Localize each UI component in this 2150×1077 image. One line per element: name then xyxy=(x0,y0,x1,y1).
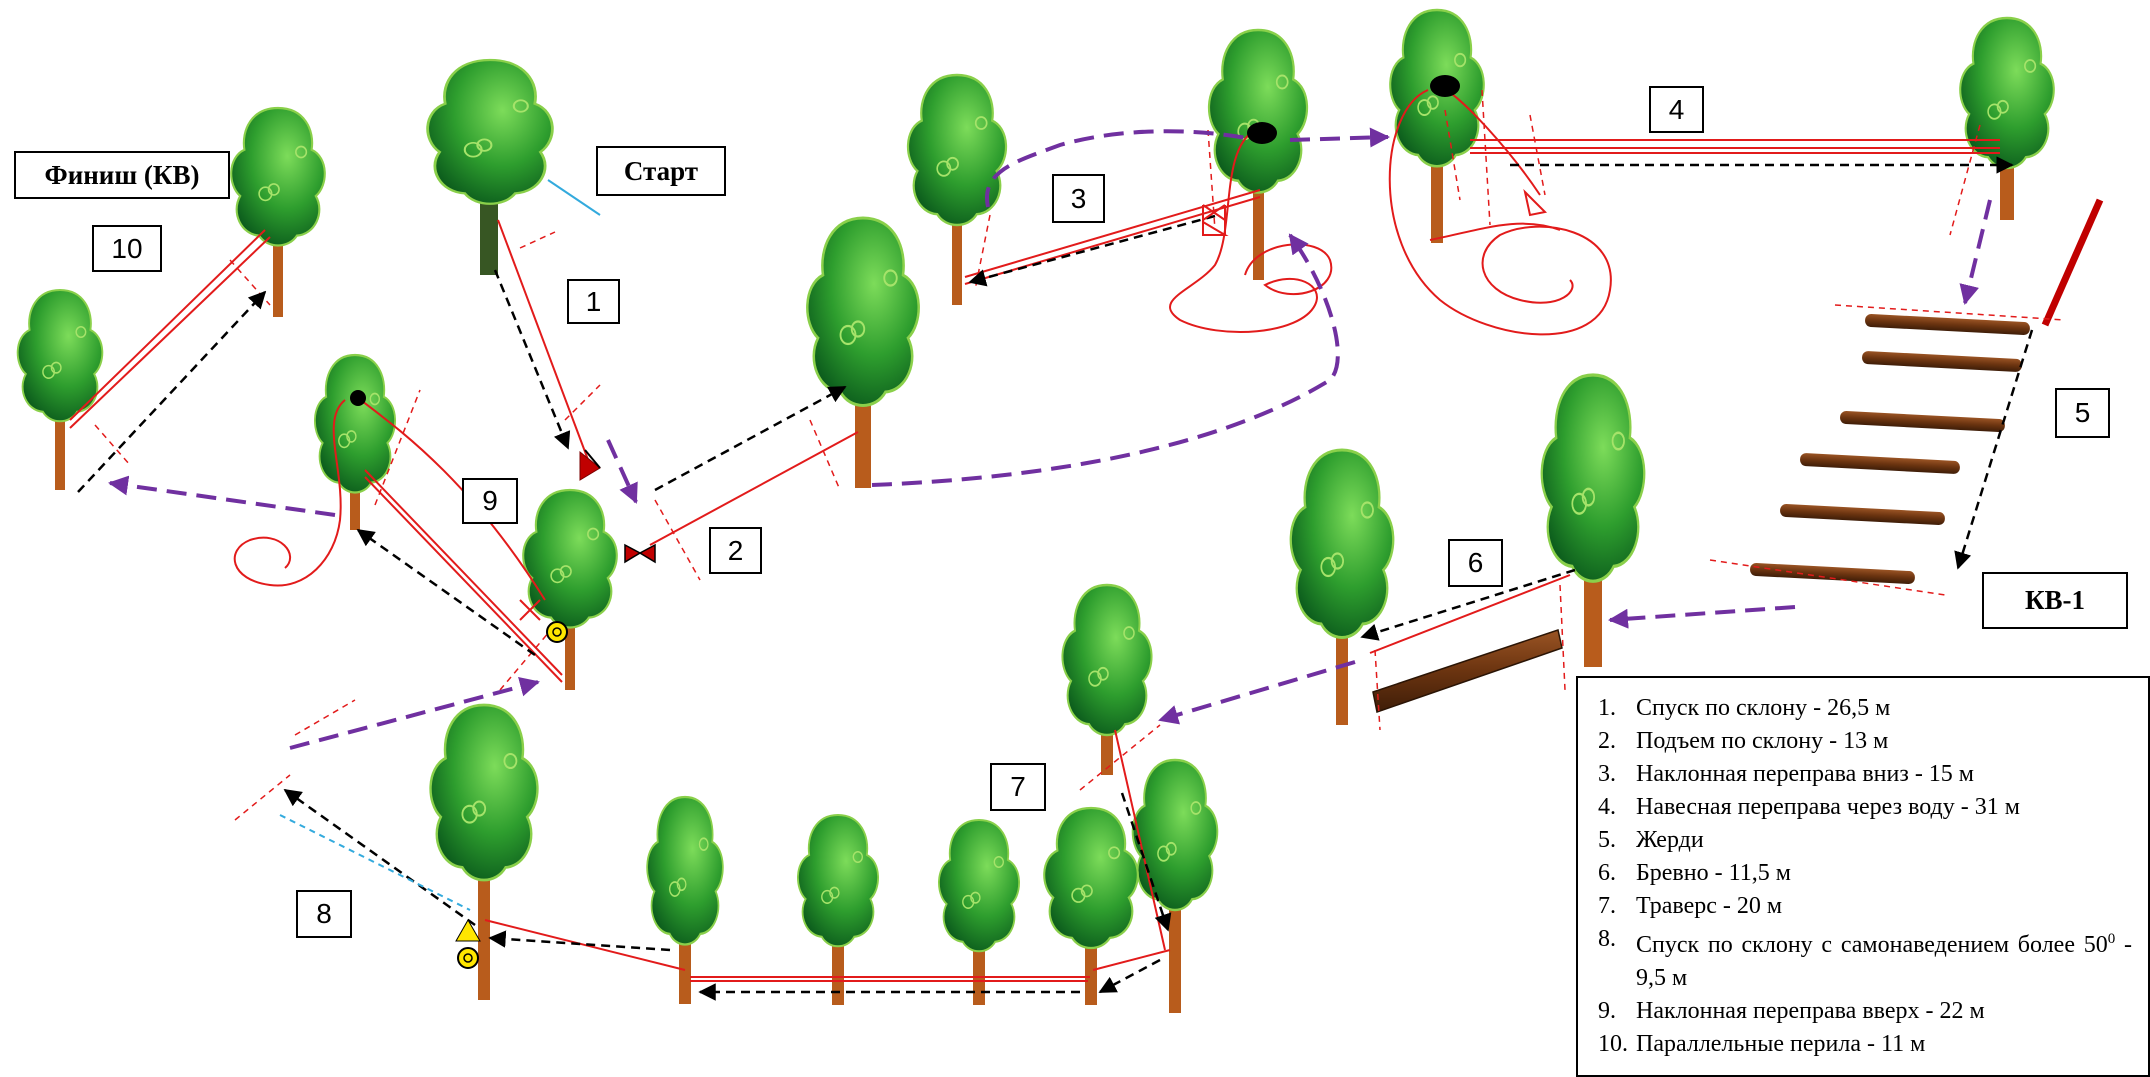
legend-item: 1. Спуск по склону - 26,5 м xyxy=(1598,692,2132,725)
pole-icon xyxy=(1865,314,2030,336)
legend-item: 6. Бревно - 11,5 м xyxy=(1598,857,2132,890)
legend-item-text: Навесная переправа через воду - 31 м xyxy=(1636,794,2020,820)
trees xyxy=(16,8,2055,1013)
warning-triangle-icon xyxy=(455,918,481,942)
tree-icon xyxy=(1043,806,1139,1005)
tree-icon xyxy=(1289,448,1395,725)
legend-item: 10. Параллельные перила - 11 м xyxy=(1598,1028,2132,1061)
stage-number-2: 2 xyxy=(709,527,762,574)
tree-icon xyxy=(426,58,554,275)
pole-icon xyxy=(1840,411,2005,433)
legend-item-number: 4. xyxy=(1598,794,1616,820)
poles xyxy=(1709,198,2104,596)
path-arrows xyxy=(77,156,2034,1001)
marker-ring-icon xyxy=(457,947,479,969)
legend-item: 7. Траверс - 20 м xyxy=(1598,890,2132,923)
start-label: Старт xyxy=(596,146,726,196)
pole-icon xyxy=(1750,563,1915,585)
carabiner-icon xyxy=(519,599,541,621)
legend-item-text: Спуск по склону - 26,5 м xyxy=(1636,695,1891,721)
tree-icon xyxy=(645,795,725,1004)
stage-number-3: 3 xyxy=(1052,174,1105,223)
checkpoint-label: КВ-1 xyxy=(1982,572,2128,629)
carabiner-icon xyxy=(579,449,601,481)
tree-icon xyxy=(230,106,326,317)
marker-ring-icon xyxy=(546,621,568,643)
tree-icon xyxy=(937,818,1021,1005)
log-icon xyxy=(1372,629,1563,713)
legend-item-number: 10. xyxy=(1598,1031,1628,1057)
legend-item-text: Наклонная переправа вниз - 15 м xyxy=(1636,761,1974,787)
tree-icon xyxy=(906,73,1008,305)
hold-point-icon xyxy=(1247,122,1277,144)
stage-number-5: 5 xyxy=(2055,388,2110,438)
stage-number-9: 9 xyxy=(462,478,518,524)
water-line xyxy=(279,814,471,911)
tree-icon xyxy=(1207,28,1309,280)
stage-number-7: 7 xyxy=(990,763,1046,811)
legend-item-number: 9. xyxy=(1598,998,1616,1024)
pole-icon xyxy=(1800,453,1960,474)
legend-item: 2. Подъем по склону - 13 м xyxy=(1598,725,2132,758)
legend-item-number: 2. xyxy=(1598,728,1616,754)
tree-icon xyxy=(522,488,618,690)
legend-item-number: 3. xyxy=(1598,761,1616,787)
transition-arrows xyxy=(108,127,1992,750)
legend-item-number: 6. xyxy=(1598,860,1616,886)
tree-icon xyxy=(1959,16,2055,220)
tree-icon xyxy=(16,288,104,490)
legend-item: 4. Навесная переправа через воду - 31 м xyxy=(1598,791,2132,824)
stage-number-1: 1 xyxy=(567,279,620,324)
legend-item-text: Жерди xyxy=(1636,827,1704,853)
carabiner-icon xyxy=(1523,188,1548,217)
tree-icon xyxy=(1061,583,1153,775)
legend-item-text: Наклонная переправа вверх - 22 м xyxy=(1636,998,1985,1024)
legend-item: 9. Наклонная переправа вверх - 22 м xyxy=(1598,995,2132,1028)
ropes xyxy=(69,87,2000,982)
legend-item-number: 8. xyxy=(1598,926,1616,952)
legend-item: 5. Жерди xyxy=(1598,824,2132,857)
legend-panel: 1. Спуск по склону - 26,5 м 2. Подъем по ск… xyxy=(1576,676,2150,1077)
legend-item-text: Траверс - 20 м xyxy=(1636,893,1783,919)
legend-item: 8. Спуск по склону с самонаведением более… xyxy=(1598,923,2132,995)
legend-item-text: Подъем по склону - 13 м xyxy=(1636,728,1889,754)
tree-icon xyxy=(429,703,539,1000)
carabiner-icon xyxy=(624,543,656,564)
carabiner-icon xyxy=(1202,204,1229,236)
legend-item-text: Спуск по склону с самонаведением более 5… xyxy=(1636,931,2133,991)
legend-list: 1. Спуск по склону - 26,5 м 2. Подъем по ск… xyxy=(1598,692,2132,1061)
legend-item-text: Бревно - 11,5 м xyxy=(1636,860,1791,886)
finish-label: Финиш (КВ) xyxy=(14,151,230,199)
tree-icon xyxy=(1131,758,1219,1013)
tree-icon xyxy=(1540,373,1646,667)
legend-item-text: Параллельные перила - 11 м xyxy=(1636,1031,1926,1057)
legend-item-number: 5. xyxy=(1598,827,1616,853)
hold-point-icon xyxy=(1430,75,1460,97)
start-marker-line xyxy=(547,179,601,216)
tree-icon xyxy=(313,353,397,530)
tree-icon xyxy=(805,216,921,488)
stage-number-4: 4 xyxy=(1649,86,1704,133)
stage-number-6: 6 xyxy=(1448,539,1503,587)
legend-item: 3. Наклонная переправа вниз - 15 м xyxy=(1598,758,2132,791)
legend-item-number: 1. xyxy=(1598,695,1616,721)
stage-number-8: 8 xyxy=(296,890,352,938)
pole-icon xyxy=(1780,504,1945,526)
tree-icon xyxy=(1388,8,1486,243)
stage-number-10: 10 xyxy=(92,225,162,272)
legend-item-number: 7. xyxy=(1598,893,1616,919)
pole-icon xyxy=(1862,351,2022,372)
hold-point-icon xyxy=(350,390,366,406)
